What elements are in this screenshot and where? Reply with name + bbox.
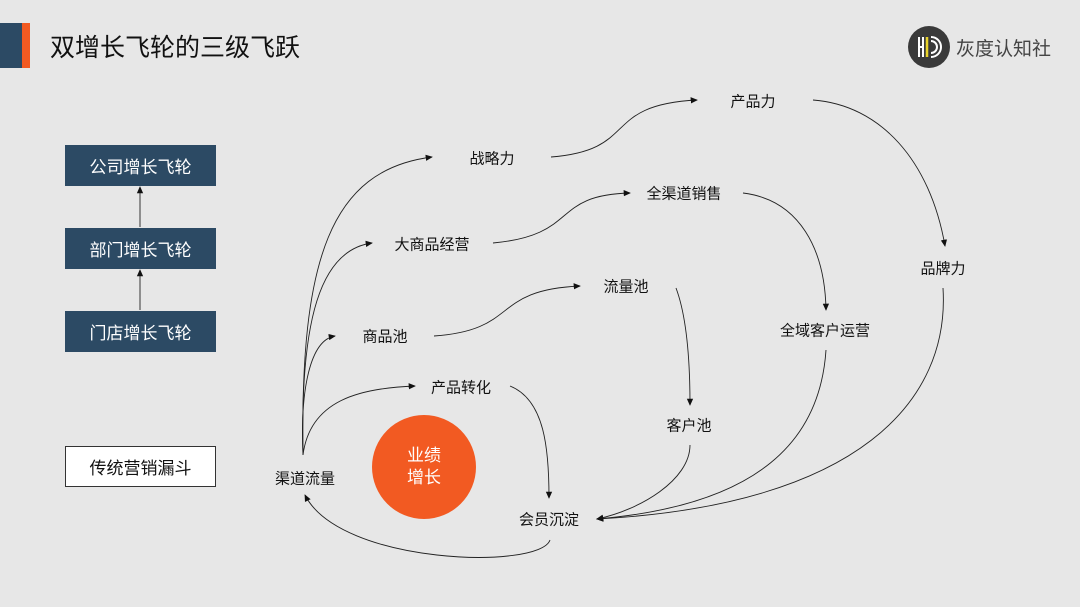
header-accent-navy — [0, 23, 22, 68]
logo-text: 灰度认知社 — [956, 37, 1052, 60]
node-merchandise-ops: 大商品经营 — [394, 235, 470, 254]
node-product-conversion: 产品转化 — [430, 378, 492, 397]
performance-growth-circle: 业绩 增长 — [372, 415, 476, 519]
node-strategy: 战略力 — [469, 149, 515, 168]
center-line-1: 业绩 — [407, 446, 441, 466]
node-member-retention: 会员沉淀 — [518, 510, 580, 529]
header-accent-orange — [22, 23, 30, 68]
node-product-power: 产品力 — [730, 92, 776, 111]
node-brand-power: 品牌力 — [920, 259, 966, 278]
page-title: 双增长飞轮的三级飞跃 — [50, 33, 301, 62]
store-flywheel-box: 门店增长飞轮 — [65, 311, 216, 352]
department-flywheel-box: 部门增长飞轮 — [65, 228, 216, 269]
traditional-funnel-box: 传统营销漏斗 — [65, 446, 216, 487]
logo: 灰度认知社 — [908, 26, 1051, 68]
node-channel-traffic: 渠道流量 — [274, 469, 336, 488]
node-product-pool: 商品池 — [362, 327, 408, 346]
node-customer-pool: 客户池 — [666, 416, 712, 435]
node-omnichannel-sales: 全渠道销售 — [646, 184, 722, 203]
company-flywheel-box: 公司增长飞轮 — [65, 145, 216, 186]
node-traffic-pool: 流量池 — [603, 277, 649, 296]
center-line-2: 增长 — [407, 468, 441, 488]
node-customer-ops: 全域客户运营 — [779, 321, 871, 340]
logo-icon — [908, 26, 950, 68]
